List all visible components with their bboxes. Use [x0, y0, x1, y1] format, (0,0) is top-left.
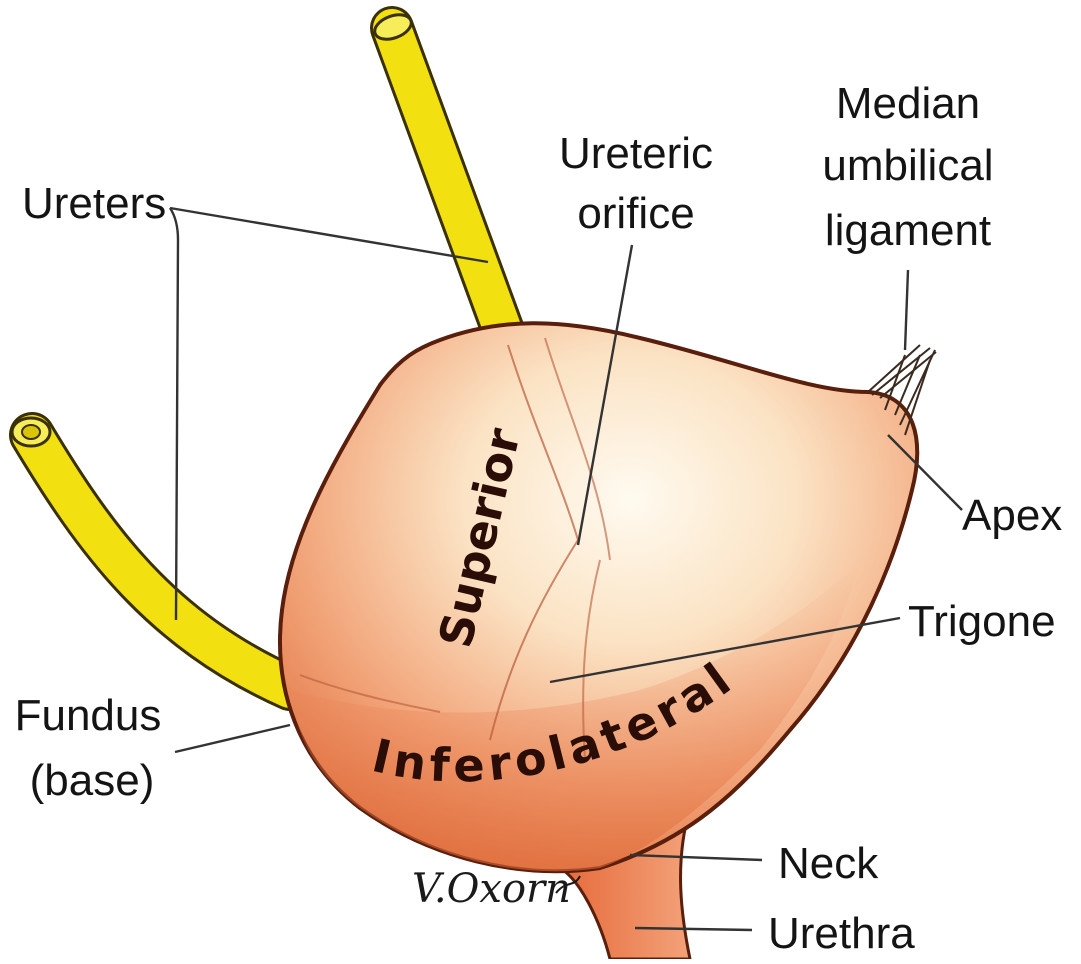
neck-label: Neck — [778, 839, 879, 888]
ureteric-orifice-label-line1: Ureteric — [559, 129, 713, 178]
median-label-line2: umbilical — [822, 141, 993, 190]
median-label-line3: ligament — [825, 206, 991, 255]
ureters-leader-lower — [170, 208, 178, 620]
lower-ureter — [12, 418, 290, 688]
fundus-leader — [175, 725, 290, 752]
upper-ureter — [371, 10, 502, 328]
bladder-body — [280, 323, 917, 871]
fundus-label-line2: (base) — [30, 756, 155, 805]
apex-label: Apex — [962, 491, 1062, 540]
fundus-label-line1: Fundus — [15, 691, 162, 740]
artist-signature: V.Oxorn — [412, 866, 571, 912]
trigone-label: Trigone — [908, 597, 1056, 646]
median-label-line1: Median — [836, 79, 980, 128]
urethra-label: Urethra — [768, 909, 915, 958]
ureters-label: Ureters — [22, 179, 166, 228]
ureteric-orifice-label-line2: orifice — [577, 189, 694, 238]
median-ligament-leader — [905, 270, 908, 350]
